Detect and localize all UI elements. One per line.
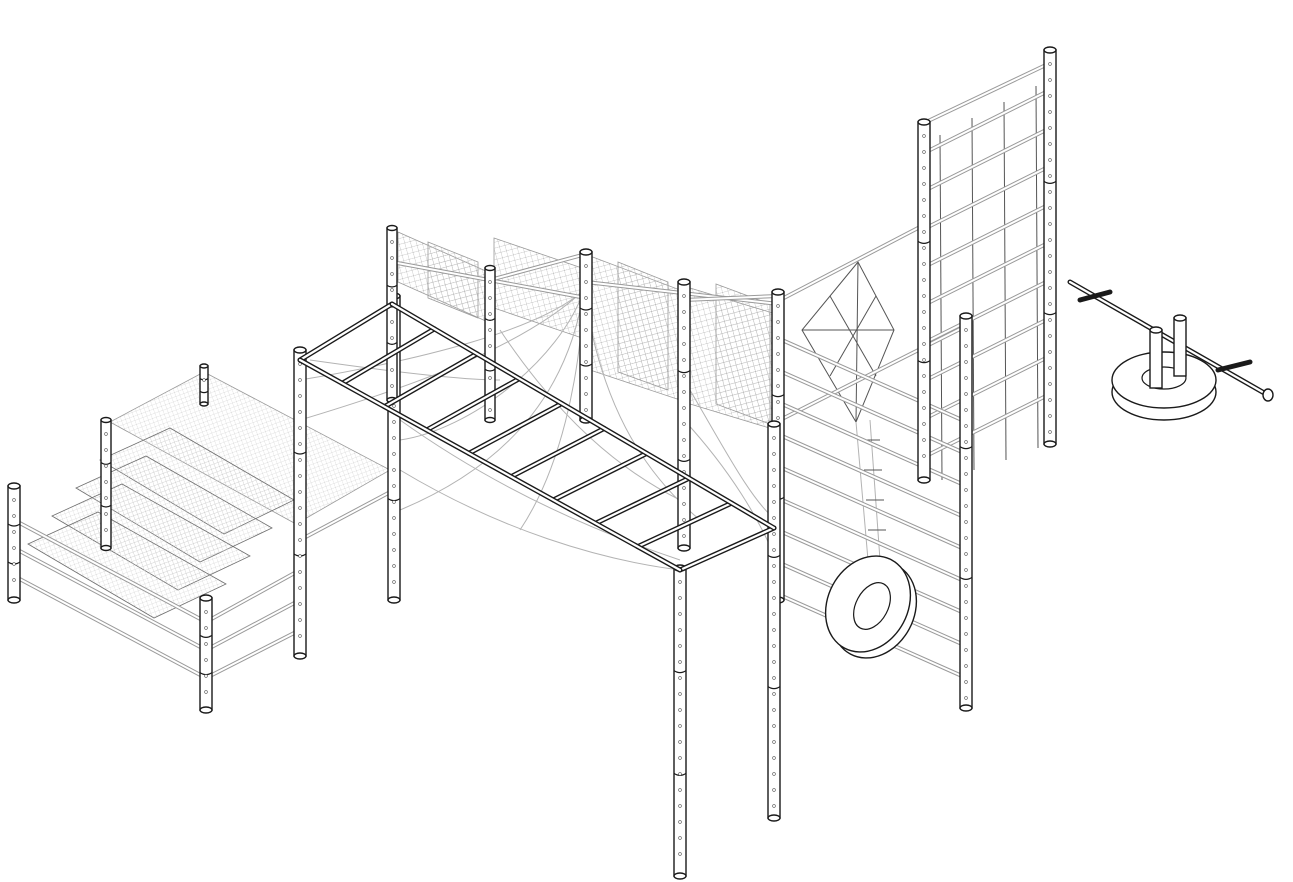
post <box>1043 46 1057 448</box>
tire-seesaw <box>1067 279 1274 421</box>
post <box>199 363 209 407</box>
monkey-bars <box>297 301 777 573</box>
post <box>917 118 931 484</box>
ladder-wall <box>924 62 1050 481</box>
post <box>767 420 781 822</box>
step-rails <box>12 488 396 680</box>
post <box>484 264 496 424</box>
post <box>100 416 112 552</box>
hanging-tire <box>824 555 918 659</box>
post <box>7 482 21 604</box>
stepped-deck <box>12 371 396 680</box>
post <box>677 278 691 552</box>
post <box>199 594 213 714</box>
ladder-rungs <box>928 90 1048 456</box>
posts <box>7 46 1057 880</box>
post <box>386 224 398 404</box>
post <box>673 564 687 880</box>
post <box>293 346 307 660</box>
post <box>579 248 593 424</box>
post <box>959 312 973 712</box>
monkey-bar-rungs <box>297 301 777 573</box>
